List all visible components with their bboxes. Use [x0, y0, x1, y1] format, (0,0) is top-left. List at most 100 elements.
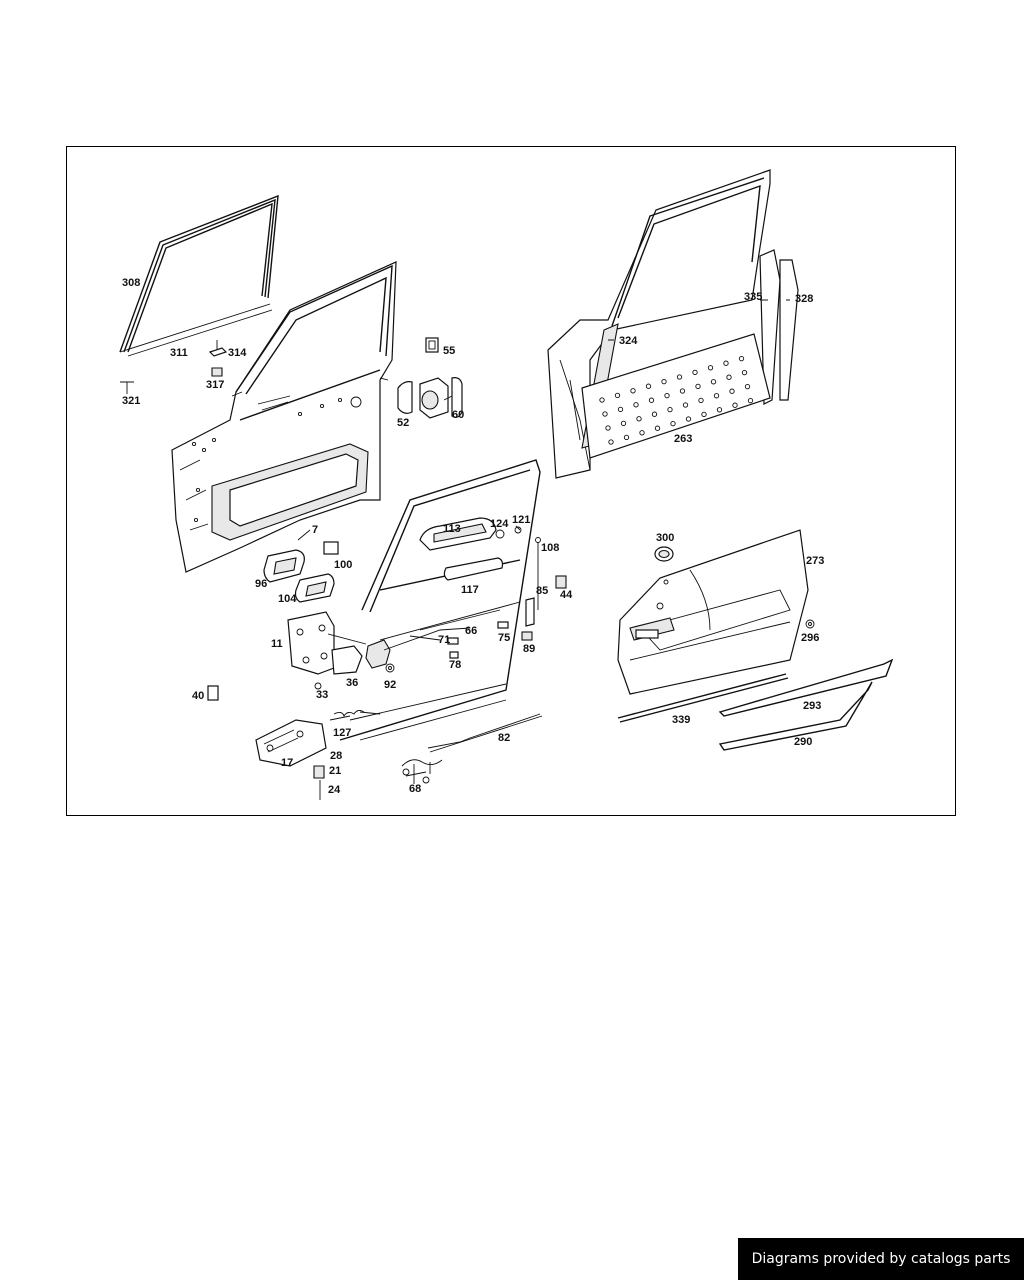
label-113: 113	[443, 523, 461, 535]
label-311: 311	[170, 347, 188, 359]
label-117: 117	[461, 584, 479, 596]
part-lock-mechanism	[365, 621, 533, 673]
perforation-hole	[679, 388, 686, 394]
perforation-hole	[648, 397, 655, 403]
label-21: 21	[329, 765, 341, 777]
label-127: 127	[333, 727, 351, 739]
part-strip-290	[718, 681, 873, 751]
part-window-seal-308	[119, 194, 279, 357]
perforation-hole	[676, 374, 683, 380]
perforation-hole	[698, 397, 704, 404]
label-273: 273	[806, 555, 824, 567]
perforation-hole	[645, 383, 652, 389]
label-60: 60	[452, 409, 464, 421]
label-296: 296	[801, 632, 819, 644]
label-96: 96	[255, 578, 267, 590]
part-inner-handles	[263, 541, 339, 603]
perforation-hole	[695, 383, 701, 390]
perforation-hole	[707, 365, 714, 371]
perforation-hole	[602, 411, 608, 417]
perforation-hole	[620, 420, 627, 427]
perforation-hole	[617, 406, 624, 413]
perforation-hole	[633, 402, 639, 408]
part-plug-296	[805, 619, 815, 629]
perforation-hole	[732, 402, 738, 408]
label-44: 44	[560, 589, 573, 601]
perforation-hole	[605, 425, 611, 431]
perforation-hole	[614, 392, 621, 399]
credit-banner: Diagrams provided by catalogs parts	[738, 1238, 1024, 1280]
label-104: 104	[278, 593, 297, 605]
label-321: 321	[122, 395, 140, 407]
perforation-hole	[630, 388, 636, 394]
label-290: 290	[794, 736, 812, 748]
part-number-labels: 308 311 314 317 321 55 52 60 7 100 96 10…	[122, 277, 824, 796]
label-24: 24	[328, 784, 341, 796]
label-300: 300	[656, 532, 674, 544]
perforation-hole	[682, 402, 689, 408]
perforation-hole	[701, 411, 707, 418]
label-11: 11	[271, 638, 283, 650]
label-324: 324	[619, 335, 638, 347]
label-66: 66	[465, 625, 477, 637]
label-121: 121	[512, 514, 530, 526]
perforation-hole	[664, 392, 670, 399]
part-grommet-300	[654, 546, 674, 562]
part-bracket-36	[331, 645, 363, 675]
perforation-hole	[716, 407, 723, 413]
perforation-hole	[654, 425, 661, 431]
label-36: 36	[346, 677, 358, 689]
label-335: 335	[744, 291, 762, 303]
perforation-hole	[713, 393, 720, 399]
label-314: 314	[228, 347, 247, 359]
label-78: 78	[449, 659, 461, 671]
perforation-hole	[670, 420, 676, 427]
part-small-bracket-55	[425, 337, 439, 353]
part-door-outer-skin	[339, 459, 541, 741]
perforation-hole	[661, 378, 667, 385]
perforation-hole	[667, 406, 673, 413]
perforation-hole	[623, 434, 630, 441]
label-108: 108	[541, 542, 559, 554]
label-85: 85	[536, 585, 548, 597]
part-hinge-11	[287, 611, 335, 675]
label-33: 33	[316, 689, 328, 701]
perforation-hole	[738, 355, 745, 362]
part-door-panel-273	[617, 529, 809, 695]
label-308: 308	[122, 277, 140, 289]
perforation-hole	[741, 369, 748, 376]
part-trim-335-328	[759, 249, 799, 405]
label-328: 328	[795, 293, 813, 305]
label-317: 317	[206, 379, 224, 391]
perforation-hole	[726, 374, 732, 380]
part-strip-339	[617, 673, 789, 723]
perforation-hole	[723, 360, 729, 366]
label-263: 263	[674, 433, 692, 445]
label-17: 17	[281, 757, 293, 769]
part-mirror-mount-52-60	[397, 377, 463, 419]
perforation-hole	[747, 397, 754, 404]
label-89: 89	[523, 643, 535, 655]
part-lock-rods	[379, 537, 567, 641]
label-71: 71	[438, 634, 450, 646]
label-82: 82	[498, 732, 510, 744]
perforation-hole	[710, 379, 717, 385]
part-strip-293	[718, 658, 894, 717]
label-52: 52	[397, 417, 409, 429]
part-clips-small	[120, 340, 228, 394]
perforation-hole	[639, 430, 645, 436]
perforation-hole	[636, 416, 642, 422]
part-rod-82	[427, 713, 543, 753]
label-100: 100	[334, 559, 352, 571]
leader-lines	[231, 299, 790, 645]
label-339: 339	[672, 714, 690, 726]
part-outside-handle-113-117	[419, 517, 522, 581]
label-92: 92	[384, 679, 396, 691]
part-hinge-17	[207, 682, 381, 800]
part-door-frame-right	[547, 169, 771, 479]
label-28: 28	[330, 750, 342, 762]
credit-text: Diagrams provided by catalogs parts	[751, 1251, 1011, 1267]
perforation-hole	[608, 439, 614, 445]
perforation-hole	[599, 397, 605, 403]
